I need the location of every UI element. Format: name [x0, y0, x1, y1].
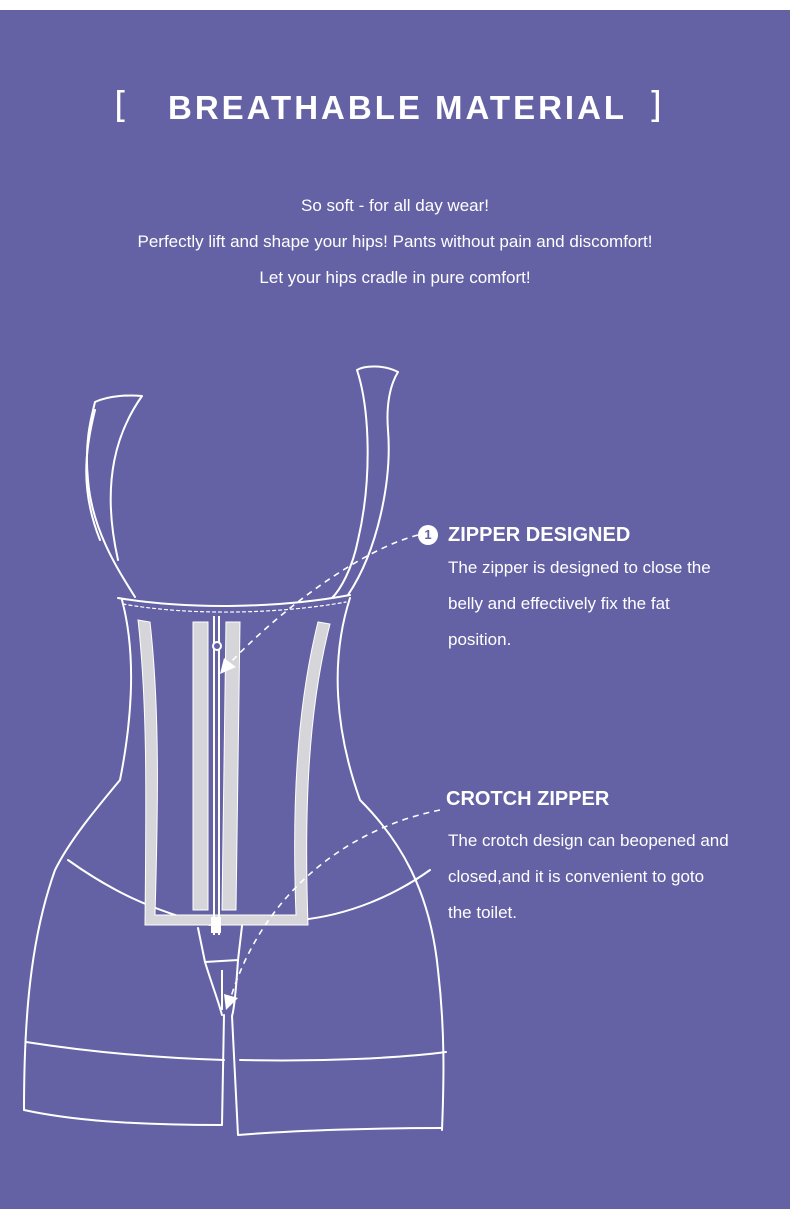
crotch-arrow	[229, 809, 441, 1001]
crotch-callout-body: The crotch design can beopened and close…	[448, 823, 778, 931]
intro-line: Perfectly lift and shape your hips! Pant…	[137, 232, 653, 251]
zipper-callout-title: ZIPPER DESIGNED	[448, 524, 631, 546]
right-strap-outline	[331, 365, 399, 599]
left-body-outline	[23, 599, 133, 1111]
bracket-right: ]	[648, 85, 663, 126]
zipper-arrow	[227, 534, 419, 666]
zipper-arrow-head	[220, 658, 236, 674]
bodysuit-illustration	[23, 365, 447, 1136]
callout-line: position.	[448, 630, 512, 649]
callout-line: closed,and it is convenient to goto	[448, 867, 705, 886]
callout-number-badge: 1	[418, 525, 438, 545]
callout-line: the toilet.	[448, 903, 517, 922]
intro-line: So soft - for all day wear!	[300, 196, 490, 215]
crotch-arrow-head	[224, 994, 238, 1010]
intro-text: So soft - for all day wear! Perfectly li…	[0, 194, 790, 302]
callout-line: The zipper is designed to close the	[448, 558, 711, 577]
section-header: [ BREATHABLE MATERIAL ]	[0, 85, 790, 155]
crotch-callout-title: CROTCH ZIPPER	[446, 788, 610, 810]
callout-line: belly and effectively fix the fat	[448, 594, 670, 613]
right-leg-outline	[231, 959, 443, 1136]
bracket-left: [	[114, 85, 129, 126]
right-body-outline	[336, 597, 445, 1131]
content-panel: [ BREATHABLE MATERIAL ] So soft - for al…	[0, 10, 790, 1209]
left-leg-outline	[23, 1014, 225, 1126]
left-strap-outline	[85, 394, 143, 598]
section-title: BREATHABLE MATERIAL	[168, 89, 628, 126]
callout-line: The crotch design can beopened and	[448, 831, 729, 850]
intro-line: Let your hips cradle in pure comfort!	[259, 268, 531, 287]
zipper-callout-body: The zipper is designed to close the bell…	[448, 550, 778, 658]
